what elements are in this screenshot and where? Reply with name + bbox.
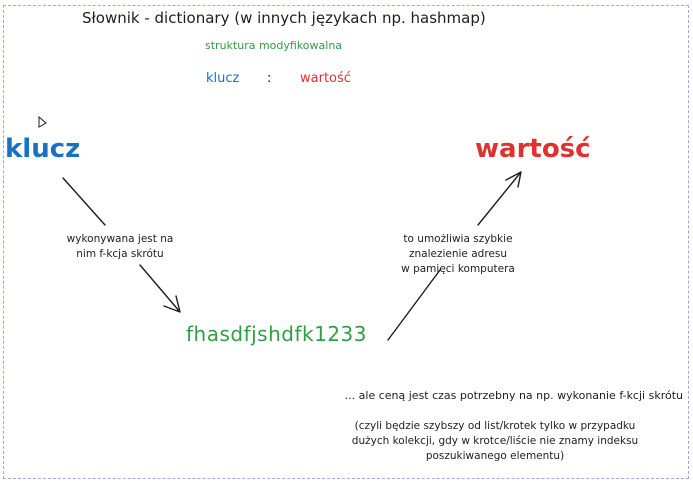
step2-line: to umożliwia szybkie	[403, 233, 513, 245]
arrow-key-line	[62, 177, 106, 226]
step1-line: nim f-kcja skrótu	[76, 248, 164, 260]
arrow-hash-line	[387, 269, 441, 341]
detail-line: dużych kolekcji, gdy w krotce/liście nie…	[351, 435, 639, 447]
subtitle: struktura modyfikowalna	[205, 39, 343, 52]
key-node[interactable]: klucz	[5, 134, 81, 164]
detail-line: poszukiwanego elementu)	[425, 450, 565, 462]
legend-separator: :	[267, 71, 272, 86]
step1-line: wykonywana jest na	[66, 233, 174, 245]
page-title: Słownik - dictionary (w innych językach …	[82, 9, 486, 27]
detail-note: (czyli będzie szybszy od list/krotek tyl…	[300, 419, 690, 464]
step2-line: znalezienie adresu	[408, 248, 507, 260]
step2-line: w pamięci komputera	[401, 263, 515, 275]
detail-line: (czyli będzie szybszy od list/krotek tyl…	[354, 420, 636, 432]
step1-label: wykonywana jest na nim f-kcja skrótu	[50, 232, 190, 262]
arrow-to-value	[477, 171, 522, 226]
value-node[interactable]: wartość	[475, 134, 591, 164]
cursor-icon	[38, 115, 47, 128]
arrow-to-hash	[139, 264, 181, 313]
step2-label: to umożliwia szybkie znalezienie adresu …	[378, 232, 538, 277]
legend-value: wartość	[300, 71, 351, 86]
selection-frame	[3, 5, 689, 479]
legend-key: klucz	[206, 71, 240, 86]
cost-note: ... ale ceną jest czas potrzebny na np. …	[344, 389, 683, 402]
hash-node[interactable]: fhasdfjshdfk1233	[186, 322, 367, 346]
